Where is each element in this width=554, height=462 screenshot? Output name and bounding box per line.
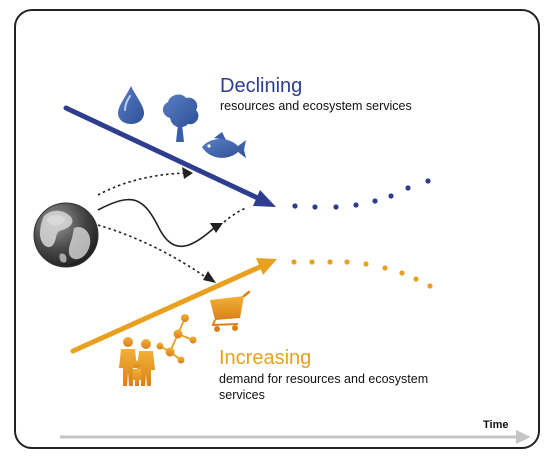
globe-icon [33,202,99,268]
water-drop-icon [118,86,144,124]
time-axis-label: Time [483,419,509,431]
molecule-atoms [156,314,197,364]
increasing-subtitle-line1: demand for resources and ecosystem [219,372,429,386]
connector-to-declining [97,172,186,196]
increasing-trend-dots [291,259,433,289]
fish-icon [202,132,246,158]
time-axis [60,430,531,444]
increasing-arrow [70,258,277,354]
declining-title: Declining [220,75,303,97]
molecule-icon [159,317,194,361]
connector-to-trend-gap [223,207,247,223]
declining-trend-dots [292,178,431,210]
people-icon [119,337,155,386]
connector-main [97,198,215,248]
diagram-frame [14,9,540,449]
increasing-title: Increasing [219,347,312,369]
tree-icon [162,94,199,142]
declining-arrow [63,105,276,207]
increasing-subtitle-line2: services [219,388,265,402]
connector-to-increasing [97,224,208,279]
globe-connectors [97,172,247,279]
shopping-cart-icon [210,290,251,332]
declining-subtitle: resources and ecosystem services [220,99,412,113]
connector-arrowheads [182,167,223,283]
